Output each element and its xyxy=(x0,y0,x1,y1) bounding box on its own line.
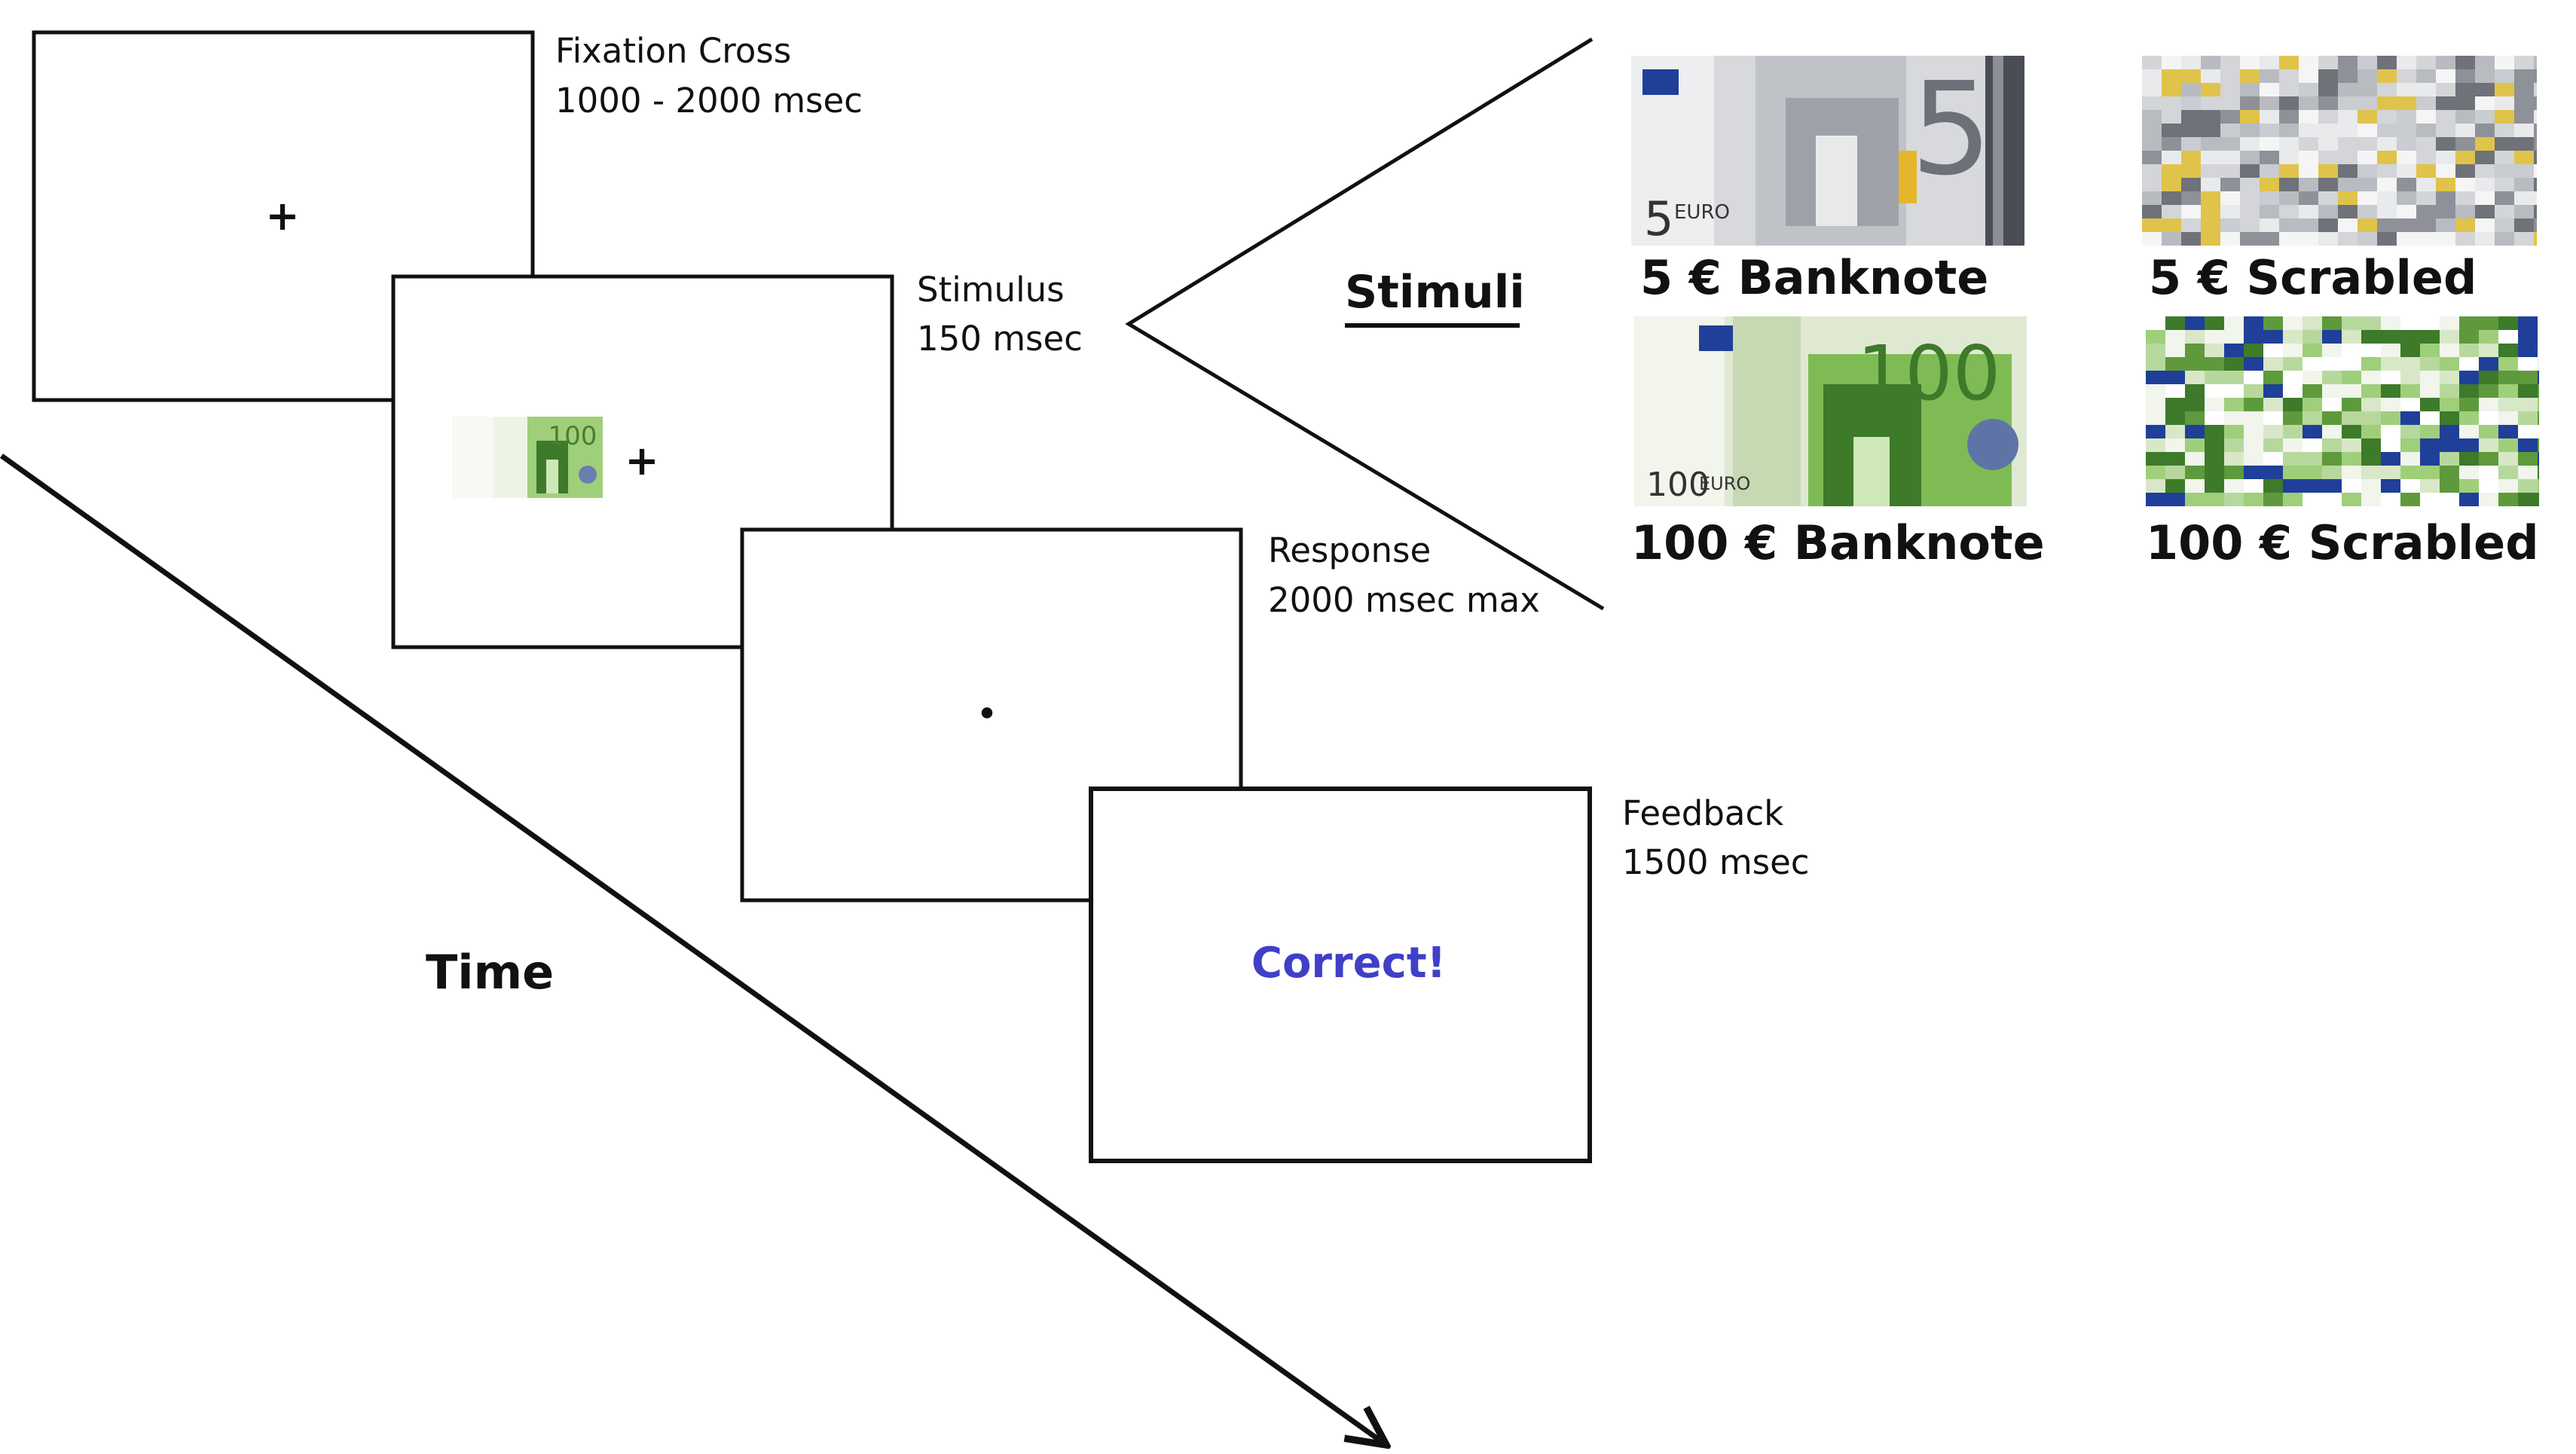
banknote-100-euro: 100 100 EURO xyxy=(1634,316,2027,506)
banknote-5-euro: 5 5 EURO xyxy=(1631,55,2024,246)
screen-duration-fixation: 1000 - 2000 msec xyxy=(555,81,863,121)
caption-5-scrambled: 5 € Scrabled xyxy=(2149,250,2477,305)
scrambled-100-euro xyxy=(2146,316,2539,506)
banknote-5-currency: EURO xyxy=(1674,201,1730,224)
caption-100-banknote: 100 € Banknote xyxy=(1631,515,2045,570)
screen-label-response: Response xyxy=(1268,530,1431,570)
feedback-text: Correct! xyxy=(1251,939,1446,988)
caption-100-scrambled: 100 € Scrabled xyxy=(2146,515,2539,570)
fixation-cross: + xyxy=(265,192,299,240)
svg-text:100: 100 xyxy=(549,421,597,451)
banknote-5-value: 5 xyxy=(1644,191,1673,246)
banknote-100-value: 100 xyxy=(1646,466,1710,504)
banknote-100-currency: EURO xyxy=(1699,473,1750,494)
time-label: Time xyxy=(426,945,554,1000)
time-arrow xyxy=(0,454,1386,1445)
scrambled-5-euro xyxy=(2142,56,2537,246)
screen-duration-response: 2000 msec max xyxy=(1268,580,1540,620)
screen-duration-stimulus: 150 msec xyxy=(917,319,1083,359)
screen-label-stimulus: Stimulus xyxy=(917,270,1065,310)
stimuli-callout-wedge xyxy=(1125,37,1605,611)
screen-label-feedback: Feedback xyxy=(1622,793,1783,833)
small-100-euro-banknote: 100 xyxy=(452,417,603,498)
svg-text:5: 5 xyxy=(1911,55,1992,204)
response-dot: • xyxy=(976,692,998,736)
screen-duration-feedback: 1500 msec xyxy=(1622,842,1810,882)
caption-5-banknote: 5 € Banknote xyxy=(1640,250,1988,305)
svg-text:100: 100 xyxy=(1857,329,2001,417)
screen-feedback: Correct! xyxy=(1089,787,1592,1163)
stimuli-title: Stimuli xyxy=(1345,266,1525,319)
screen-label-fixation: Fixation Cross xyxy=(555,31,791,71)
stimulus-fixation-cross: + xyxy=(625,437,659,484)
